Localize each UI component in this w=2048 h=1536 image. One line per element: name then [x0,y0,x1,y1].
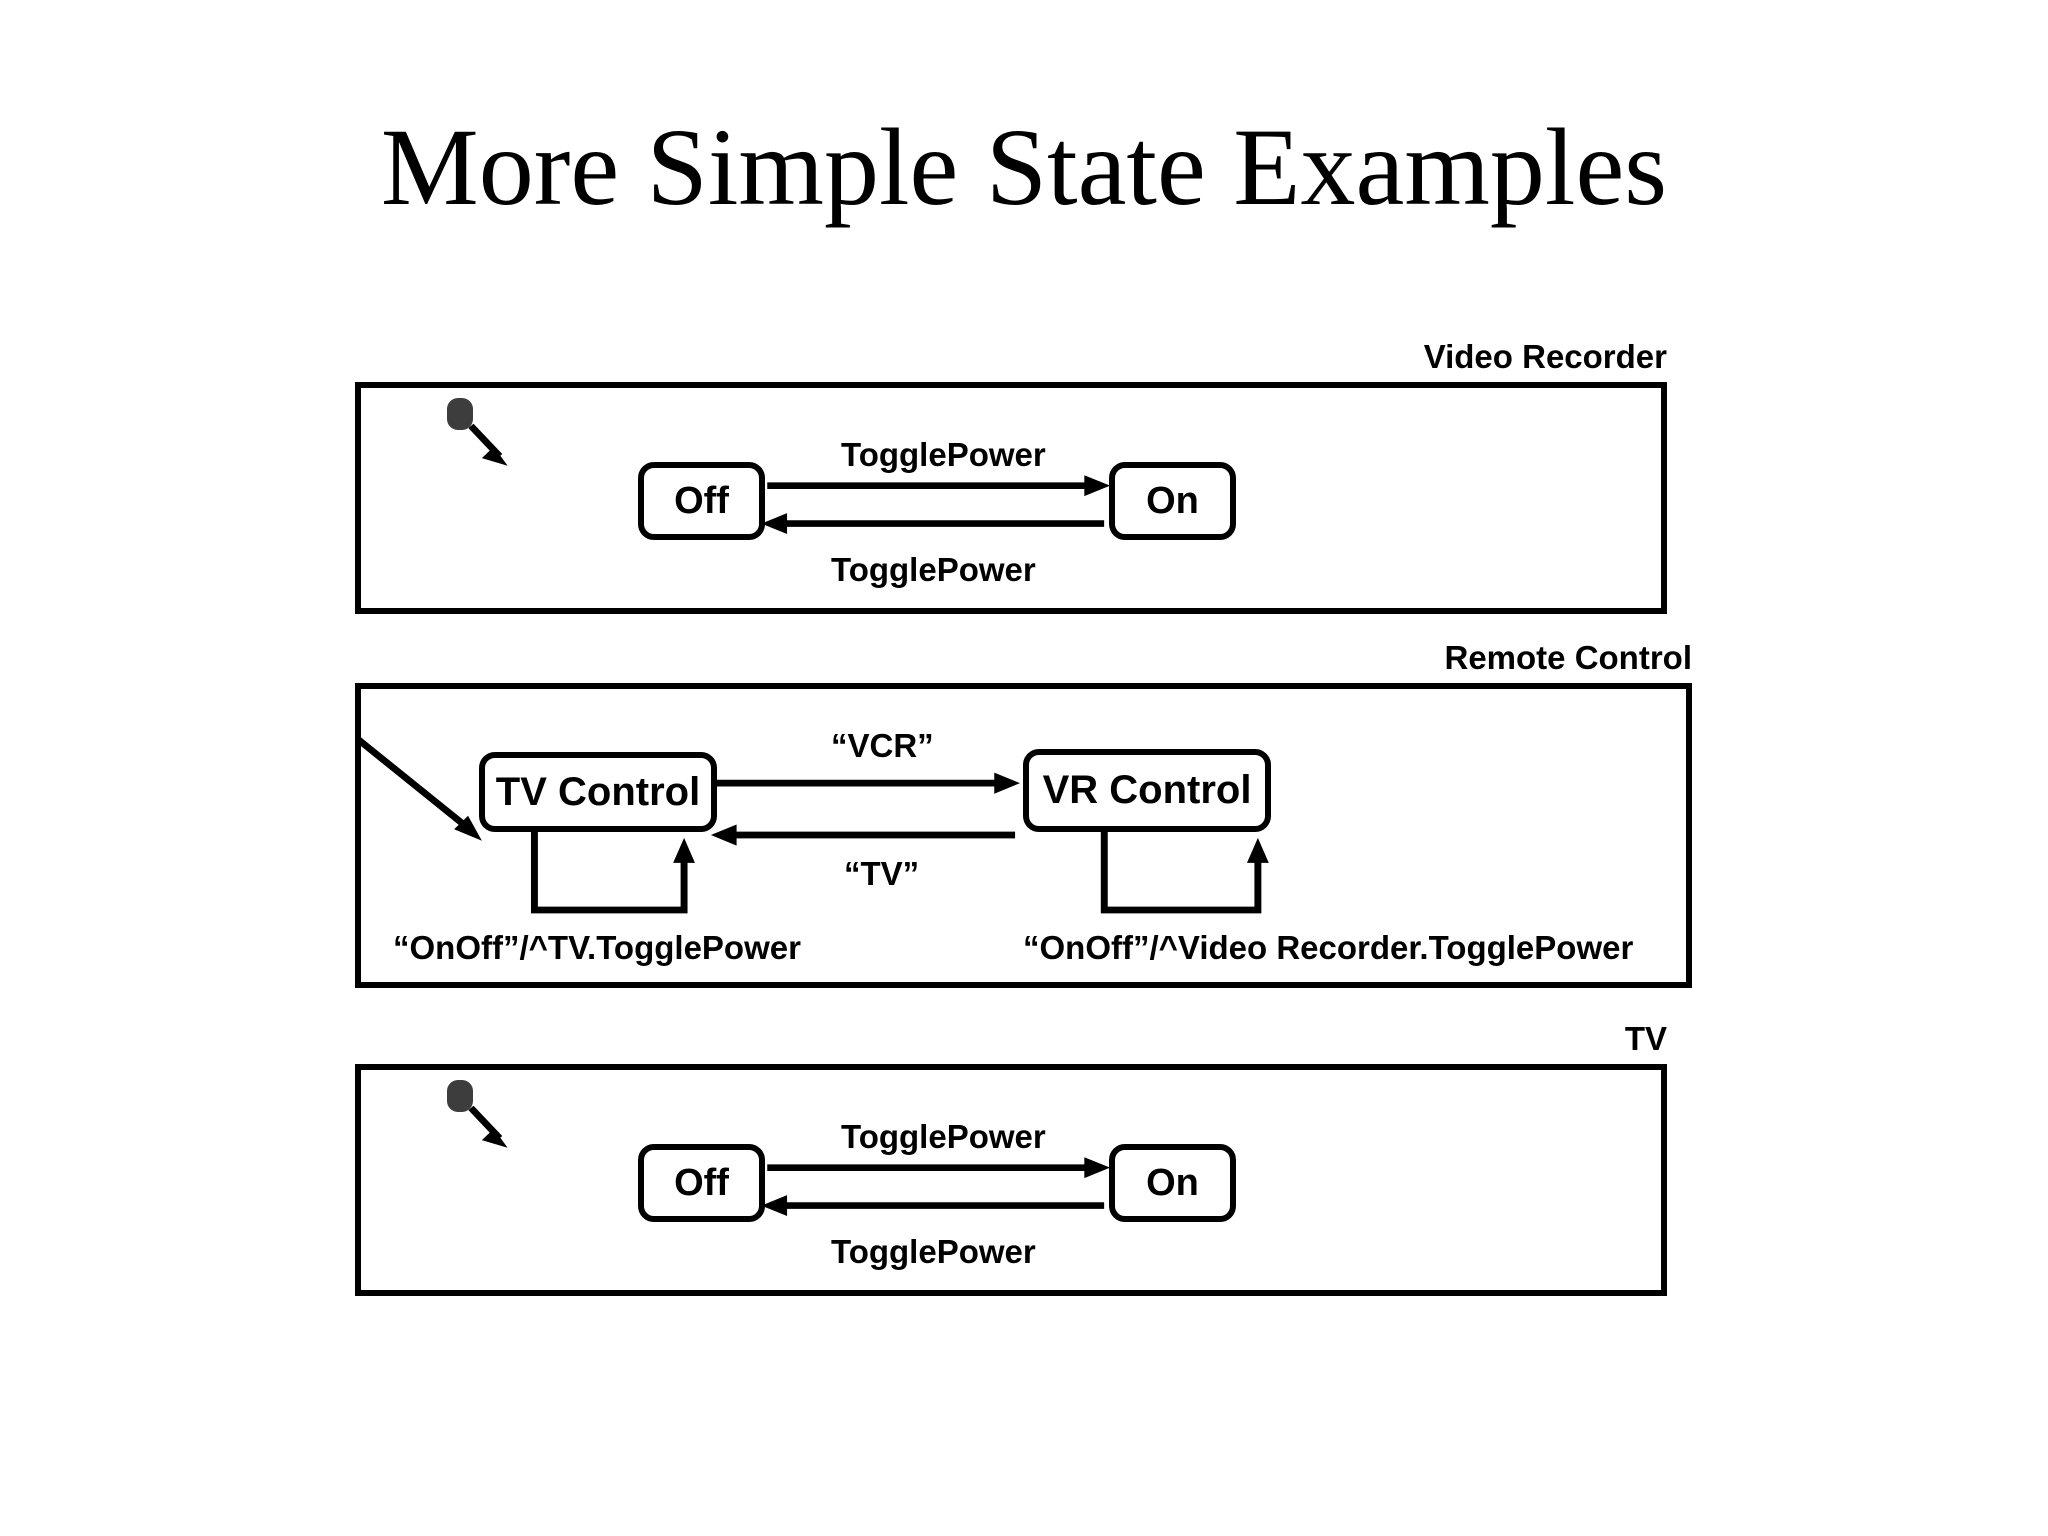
transition-label-tv-to-vr: “VCR” [831,727,934,764]
transition-wires-tv [468,1105,1111,1217]
state-label: Off [674,479,729,522]
transition-label-off-to-on: TogglePower [841,1118,1046,1155]
state-label: Off [674,1161,729,1204]
state-node-tv-control[interactable]: TV Control [479,752,717,832]
transition-label-off-to-on: TogglePower [841,436,1046,473]
state-label: On [1146,479,1199,522]
transition-label-on-to-off: TogglePower [831,551,1036,588]
initial-transition-arrowhead [481,446,508,466]
machine-label-tv: TV [1624,1020,1667,1057]
transition-arrowhead-tv-to-vr [994,772,1021,794]
state-label: On [1146,1161,1199,1204]
transition-arrowhead-off-to-on [1084,475,1111,497]
self-transition-arrowhead-vr-control [1246,837,1269,863]
state-node-off[interactable]: Off [638,462,765,540]
transition-label-on-to-off: TogglePower [831,1233,1036,1270]
state-machine-tv: Off On TogglePower TogglePower [355,1064,1667,1296]
self-transition-line-tv-control [530,829,688,914]
initial-state-dot [447,1080,473,1112]
state-node-on[interactable]: On [1109,1144,1236,1222]
transition-arrowhead-on-to-off [761,513,788,535]
transition-label-vr-to-tv: “TV” [844,855,920,892]
machine-label-remote-control: Remote Control [1444,639,1693,676]
transition-arrowhead-off-to-on [1084,1157,1111,1179]
state-node-on[interactable]: On [1109,462,1236,540]
initial-transition-arrowhead [481,1128,508,1148]
self-transition-label-tv-control: “OnOff”/^TV.TogglePower [393,929,801,966]
transition-arrowhead-vr-to-tv [710,824,737,846]
page-title: More Simple State Examples [380,106,1668,228]
self-transition-label-vr-control: “OnOff”/^Video Recorder.TogglePower [1023,929,1634,966]
self-transition-arrowhead-tv-control [673,837,695,863]
initial-state-dot [447,398,473,430]
machine-label-video-recorder: Video Recorder [1423,338,1667,375]
state-machine-remote-control: TV Control VR Control “VCR” “TV” “OnOff”… [355,683,1692,988]
transition-arrowhead-on-to-off [761,1195,788,1217]
initial-transition-line [361,737,475,834]
state-label: VR Control [1042,768,1252,812]
transition-wires-remote-control [361,737,1269,914]
state-node-vr-control[interactable]: VR Control [1023,749,1271,832]
self-transition-line-vr-control [1100,829,1262,914]
transition-wires-video-recorder [468,423,1111,535]
state-machine-video-recorder: Off On TogglePower TogglePower [355,382,1667,614]
initial-transition-arrowhead [454,815,482,841]
state-node-off[interactable]: Off [638,1144,765,1222]
state-label: TV Control [495,769,701,814]
